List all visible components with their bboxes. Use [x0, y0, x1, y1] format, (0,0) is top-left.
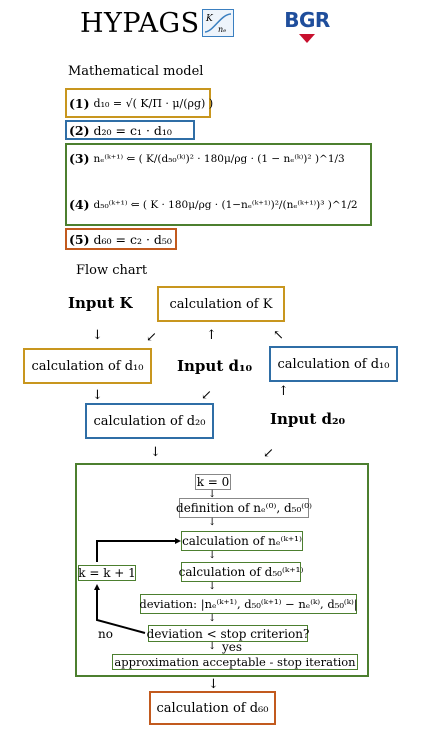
arrow-down-icon: ↓	[208, 641, 217, 652]
equation-5: (5) d₆₀ = c₂ · d₅₀	[65, 228, 177, 250]
bgr-logo: BGR	[282, 8, 332, 43]
model-title: Mathematical model	[68, 64, 204, 79]
loop-arrowhead-icon	[175, 538, 181, 544]
arrow-down-icon: ↓	[208, 677, 219, 692]
definition-box: definition of nₑ⁽⁰⁾, d₅₀⁽⁰⁾	[176, 498, 312, 518]
calc-d50-label: calculation of d₅₀⁽ᵏ⁺¹⁾	[178, 565, 304, 579]
arrow-down-icon: ↓	[92, 328, 103, 343]
hypags-logo: HYPAGS K nₑ	[80, 6, 234, 40]
calc-ne-label: calculation of nₑ⁽ᵏ⁺¹⁾	[182, 534, 302, 548]
eq1-formula: d₁₀ = √( K/Π · μ/(ρg) )	[93, 96, 214, 110]
k0-box: k = 0	[195, 474, 231, 490]
calc-d10-right-label: calculation of d₁₀	[277, 356, 390, 372]
eq2-formula: d₂₀ = c₁ · d₁₀	[93, 122, 172, 138]
calc-d60-box: calculation of d₆₀	[149, 691, 276, 725]
arrow-down-icon: ↓	[208, 550, 217, 561]
arrow-down-icon: ↓	[208, 581, 217, 592]
calc-d20-box: calculation of d₂₀	[85, 403, 214, 439]
calc-d10-left-label: calculation of d₁₀	[31, 358, 144, 374]
no-line	[96, 588, 146, 634]
arrow-northwest-icon: ↖	[273, 328, 284, 343]
equation-3: (3) nₑ⁽ᵏ⁺¹⁾ ⇐ ( K/(d₅₀⁽ᵏ⁾)² · 180μ/ρg · …	[69, 151, 345, 166]
eq4-number: (4)	[69, 197, 90, 212]
eq4-formula: d₅₀⁽ᵏ⁺¹⁾ ⇐ ( K · 180μ/ρg · (1−nₑ⁽ᵏ⁺¹⁾)²/…	[93, 198, 358, 211]
arrow-southwest-icon: ↙	[263, 446, 274, 461]
k0-label: k = 0	[196, 475, 230, 489]
hypags-logo-text: HYPAGS	[80, 7, 200, 39]
loop-up-line	[96, 540, 178, 562]
bgr-triangle-icon	[299, 34, 315, 43]
eq3-number: (3)	[69, 151, 90, 166]
calc-k-label: calculation of K	[169, 296, 273, 312]
definition-label: definition of nₑ⁽⁰⁾, d₅₀⁽⁰⁾	[176, 501, 312, 515]
input-k: Input K	[68, 294, 133, 312]
arrow-down-icon: ↓	[92, 388, 103, 403]
yes-label: yes	[222, 640, 243, 654]
equations-3-4: (3) nₑ⁽ᵏ⁺¹⁾ ⇐ ( K/(d₅₀⁽ᵏ⁾)² · 180μ/ρg · …	[65, 143, 372, 226]
no-label: no	[98, 627, 113, 641]
hypags-badge: K nₑ	[201, 9, 234, 37]
acceptable-label: approximation acceptable - stop iteratio…	[114, 655, 356, 669]
arrow-southwest-icon: ↙	[146, 330, 157, 345]
hypags-badge-icon: K nₑ	[204, 13, 231, 34]
calc-k-box: calculation of K	[157, 286, 285, 322]
equation-1: (1) d₁₀ = √( K/Π · μ/(ρg) )	[65, 88, 214, 118]
no-arrowhead-icon	[94, 584, 100, 590]
arrow-up-icon: ↑	[278, 384, 289, 399]
kk1-box: k = k + 1	[78, 565, 136, 581]
eq1-number: (1)	[69, 95, 90, 111]
equation-2: (2) d₂₀ = c₁ · d₁₀	[65, 120, 195, 140]
calc-d10-left-box: calculation of d₁₀	[23, 348, 152, 384]
arrow-down-icon: ↓	[150, 445, 161, 460]
arrow-southwest-icon: ↙	[201, 388, 212, 403]
criterion-box: deviation < stop criterion?	[146, 625, 310, 642]
bgr-logo-text: BGR	[284, 8, 330, 32]
input-d10: Input d₁₀	[177, 357, 253, 375]
deviation-box: deviation: |nₑ⁽ᵏ⁺¹⁾, d₅₀⁽ᵏ⁺¹⁾ − nₑ⁽ᵏ⁾, d…	[139, 594, 358, 614]
eq2-number: (2)	[69, 122, 90, 138]
eq5-number: (5)	[69, 231, 90, 247]
kk1-label: k = k + 1	[78, 566, 136, 580]
arrow-up-icon: ↑	[206, 328, 217, 343]
calc-d50-box: calculation of d₅₀⁽ᵏ⁺¹⁾	[178, 562, 304, 582]
equation-4: (4) d₅₀⁽ᵏ⁺¹⁾ ⇐ ( K · 180μ/ρg · (1−nₑ⁽ᵏ⁺¹…	[69, 197, 358, 212]
calc-ne-box: calculation of nₑ⁽ᵏ⁺¹⁾	[181, 531, 303, 551]
calc-d20-label: calculation of d₂₀	[93, 413, 206, 429]
deviation-label: deviation: |nₑ⁽ᵏ⁺¹⁾, d₅₀⁽ᵏ⁺¹⁾ − nₑ⁽ᵏ⁾, d…	[139, 597, 358, 611]
flow-title: Flow chart	[76, 263, 148, 278]
calc-d60-label: calculation of d₆₀	[156, 700, 269, 716]
svg-text:K: K	[205, 14, 214, 24]
calc-d10-right-box: calculation of d₁₀	[269, 346, 398, 382]
svg-text:nₑ: nₑ	[218, 25, 226, 34]
eq5-formula: d₆₀ = c₂ · d₅₀	[93, 231, 172, 247]
eq3-formula: nₑ⁽ᵏ⁺¹⁾ ⇐ ( K/(d₅₀⁽ᵏ⁾)² · 180μ/ρg · (1 −…	[93, 152, 345, 165]
criterion-label: deviation < stop criterion?	[146, 626, 310, 641]
acceptable-box: approximation acceptable - stop iteratio…	[112, 654, 358, 670]
arrow-down-icon: ↓	[208, 517, 217, 528]
arrow-down-icon: ↓	[208, 613, 217, 624]
input-d20: Input d₂₀	[270, 410, 346, 428]
arrow-down-icon: ↓	[208, 489, 217, 500]
